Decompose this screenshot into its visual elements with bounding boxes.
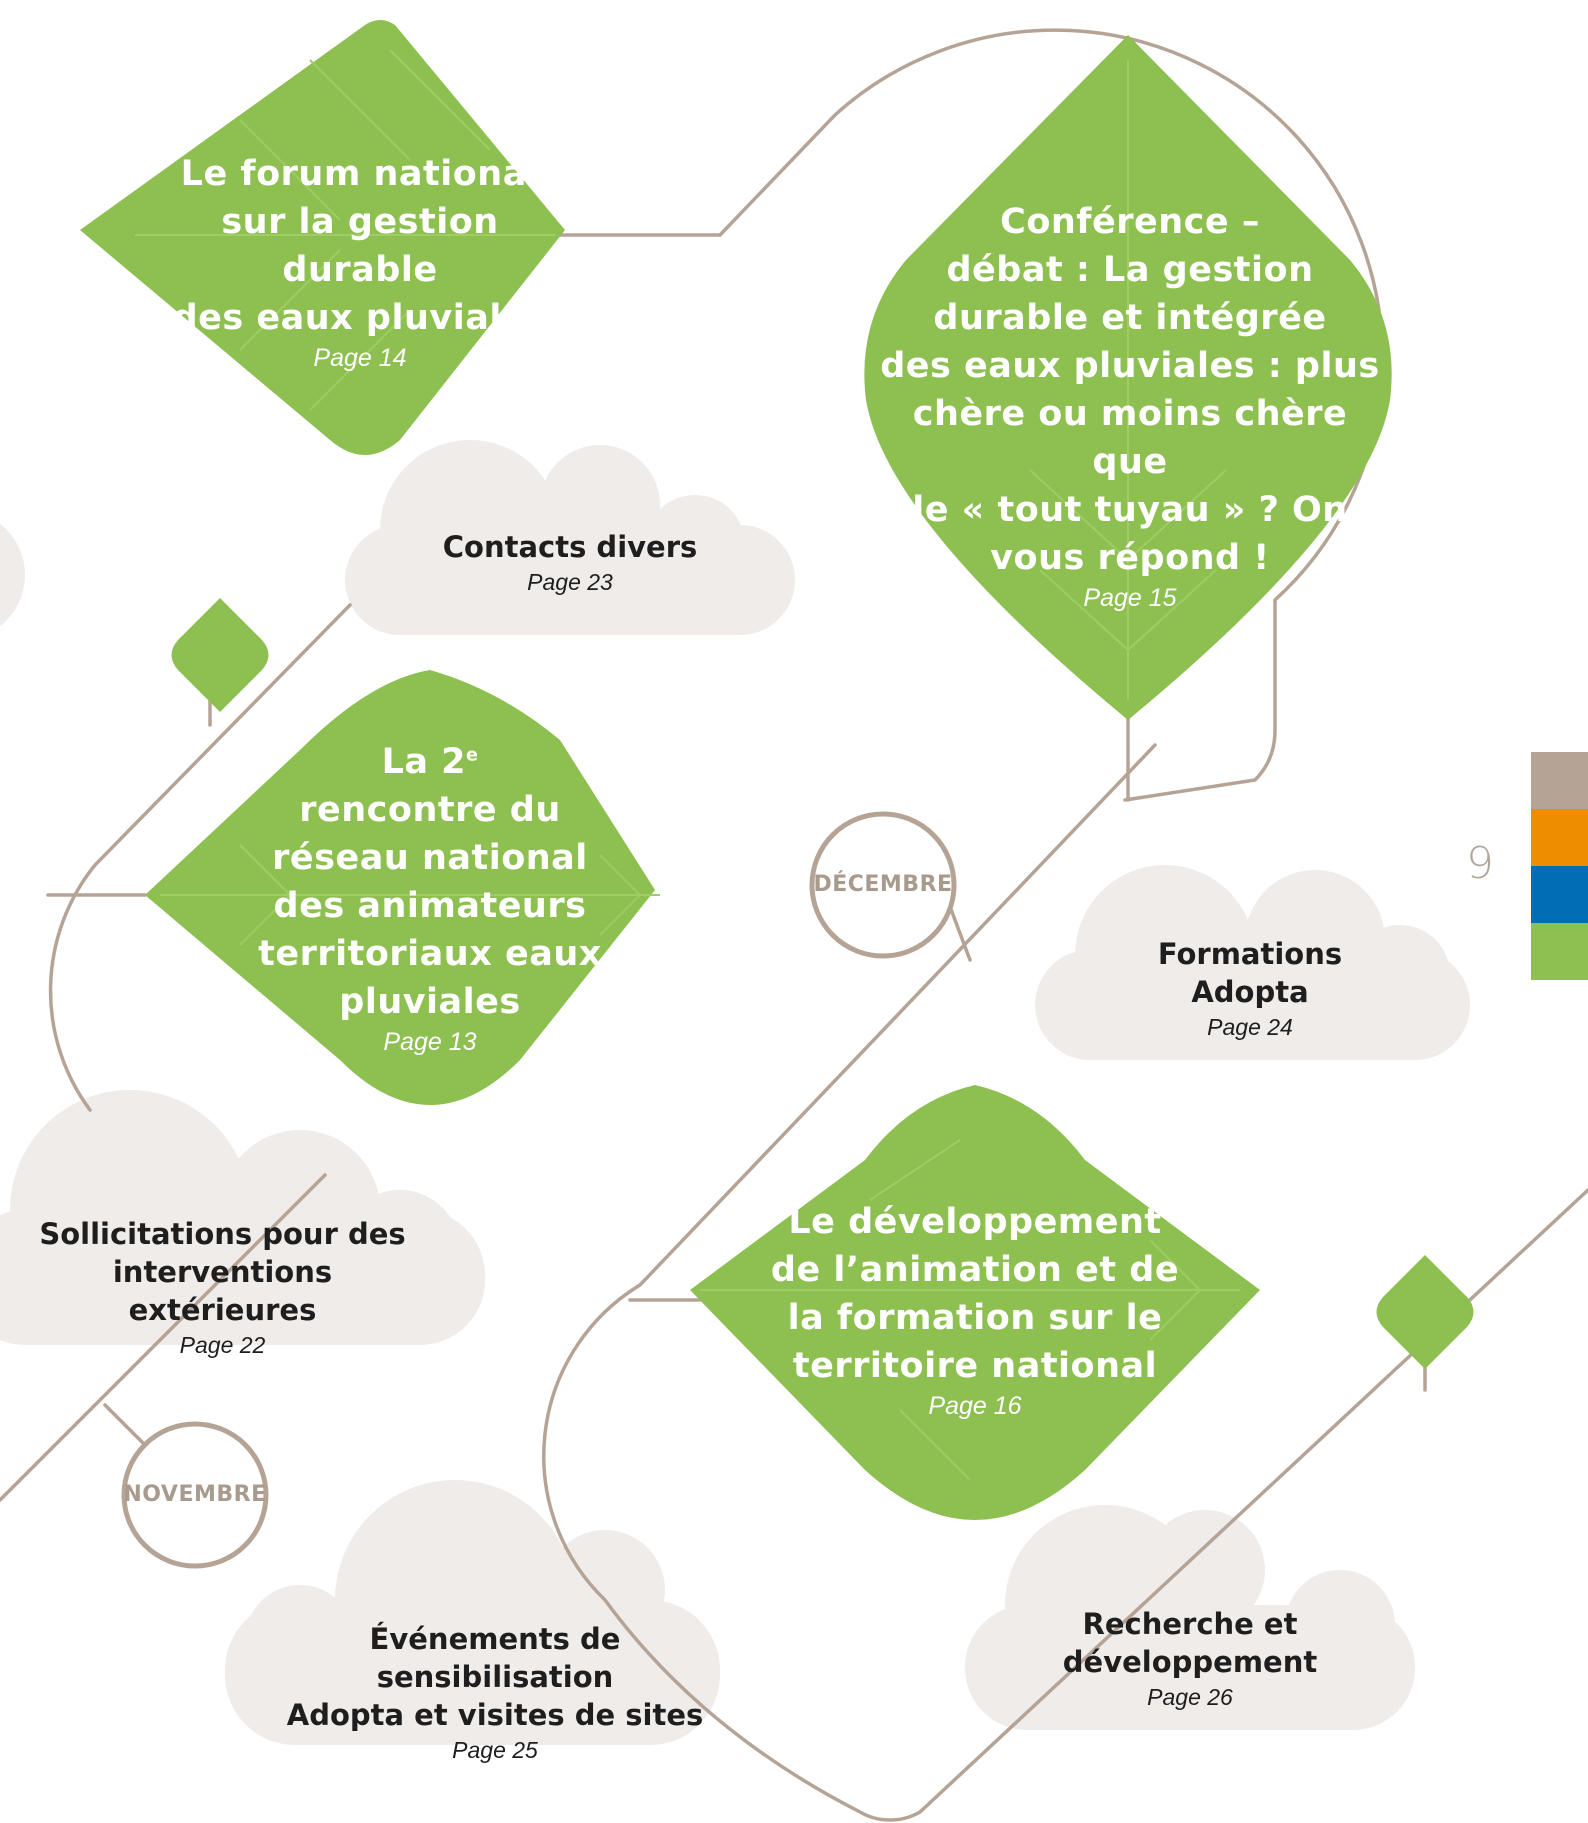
leaf-title-line: des animateurs bbox=[273, 886, 587, 926]
leaf-page-ref: Page 16 bbox=[928, 1392, 1022, 1420]
cloud-page-ref: Page 22 bbox=[179, 1332, 266, 1358]
cloud-page-ref: Page 23 bbox=[527, 569, 613, 595]
leaf-label-developpement: Le développement de l’animation et de la… bbox=[770, 1198, 1180, 1422]
leaf-title-line: réseau national bbox=[272, 838, 588, 878]
cloud-shapes bbox=[0, 440, 1470, 1745]
cloud-recherche bbox=[965, 1505, 1415, 1730]
cloud-label-contacts: Contacts divers Page 23 bbox=[420, 528, 720, 598]
cloud-label-recherche: Recherche et développement Page 26 bbox=[1040, 1605, 1340, 1713]
leaf-label-forum: Le forum national sur la gestion durable… bbox=[150, 150, 570, 374]
cloud-label-evenements: Événements de sensibilisation Adopta et … bbox=[255, 1620, 735, 1766]
cloud-label-sollicitations: Sollicitations pour des interventions ex… bbox=[15, 1215, 430, 1361]
cloud-title-line: Adopta et visites de sites bbox=[286, 1698, 704, 1732]
leaf-page-ref: Page 13 bbox=[383, 1028, 477, 1056]
page-number: 9 bbox=[1466, 838, 1494, 889]
leaf-title-line: la formation sur le bbox=[787, 1298, 1163, 1338]
leaf-title-line: des eaux pluviales bbox=[172, 298, 548, 338]
cloud-title-line: Recherche et bbox=[1082, 1607, 1298, 1641]
leaf-title-line: des eaux pluviales : plus bbox=[880, 346, 1380, 386]
month-circle-novembre bbox=[121, 1421, 269, 1569]
cloud-page-ref: Page 25 bbox=[452, 1737, 538, 1763]
leaf-title-line: vous répond ! bbox=[990, 538, 1270, 578]
leaf-page-ref: Page 14 bbox=[313, 344, 407, 372]
ordinal-suffix: e bbox=[466, 745, 479, 766]
leaf-forum bbox=[80, 20, 565, 455]
leaf-title-line: territoriaux eaux bbox=[258, 934, 602, 974]
leaf-title-text: La 2 bbox=[381, 742, 467, 782]
leaf-title-line: rencontre du bbox=[299, 790, 561, 830]
leaf-title-line: chère ou moins chère que bbox=[912, 394, 1348, 482]
leaf-title-line: sur la gestion durable bbox=[221, 202, 499, 290]
leaf-title-line: durable et intégrée bbox=[933, 298, 1327, 338]
leaf-page-ref: Page 15 bbox=[1083, 584, 1177, 612]
section-tabs bbox=[1531, 752, 1588, 980]
tab-orange bbox=[1531, 809, 1588, 866]
month-decembre: DÉCEMBRE bbox=[813, 872, 953, 897]
cloud-sollicitations bbox=[0, 1090, 485, 1345]
tab-blue bbox=[1531, 866, 1588, 923]
leaf-title-line: territoire national bbox=[792, 1346, 1158, 1386]
cloud-page-ref: Page 24 bbox=[1207, 1014, 1293, 1040]
leaf-title-line: Conférence – bbox=[1000, 202, 1260, 242]
leaf-title-line: Le développement bbox=[788, 1202, 1162, 1242]
leaf-title-line: le « tout tuyau » ? On bbox=[912, 490, 1348, 530]
cloud-title-line: développement bbox=[1062, 1645, 1318, 1679]
leaf-developpement bbox=[690, 1085, 1260, 1520]
month-novembre: NOVEMBRE bbox=[123, 1482, 267, 1507]
leaf-title-line: débat : La gestion bbox=[946, 250, 1314, 290]
month-circle-decembre bbox=[809, 811, 957, 959]
cloud-page-ref: Page 26 bbox=[1147, 1684, 1233, 1710]
cloud-title-line: interventions extérieures bbox=[112, 1255, 333, 1327]
leaf-title-line: Le forum national bbox=[180, 154, 540, 194]
cloud-formations bbox=[1035, 865, 1470, 1060]
cloud-title-line: Formations bbox=[1157, 937, 1343, 971]
cloud-title-line: Adopta bbox=[1191, 975, 1309, 1009]
cloud-evenements bbox=[225, 1480, 720, 1745]
leaf-label-conference: Conférence – débat : La gestion durable … bbox=[880, 198, 1380, 614]
leaf-small-right bbox=[1376, 1255, 1474, 1369]
cloud-label-formations: Formations Adopta Page 24 bbox=[1110, 935, 1390, 1043]
cloud-title-line: Événements de sensibilisation bbox=[369, 1622, 621, 1694]
leaf-title-line: pluviales bbox=[339, 982, 521, 1022]
cloud-edge-left bbox=[0, 523, 25, 627]
leaf-rencontre bbox=[145, 670, 655, 1105]
leaf-label-rencontre: La 2e rencontre du réseau national des a… bbox=[240, 738, 620, 1058]
cloud-title-line: Contacts divers bbox=[442, 530, 698, 564]
cloud-contacts bbox=[345, 440, 795, 635]
leaf-title-line: de l’animation et de bbox=[770, 1250, 1180, 1290]
cloud-title-line: Sollicitations pour des bbox=[39, 1217, 406, 1251]
tab-brown bbox=[1531, 752, 1588, 809]
leaf-veins bbox=[135, 49, 1240, 1481]
leaf-small-left bbox=[171, 598, 269, 712]
tab-green bbox=[1531, 923, 1588, 980]
leaf-title-line: La 2e bbox=[240, 738, 620, 786]
